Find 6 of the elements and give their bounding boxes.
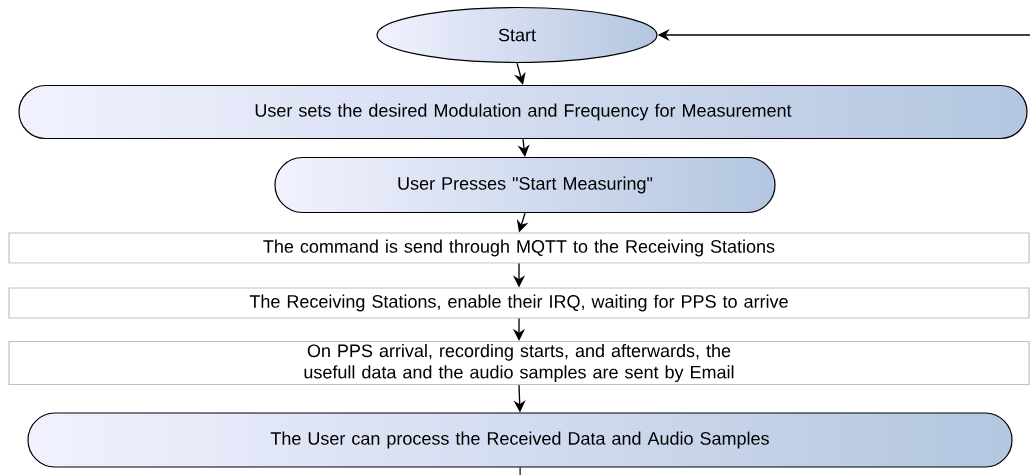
- process-box: The Receiving Stations, enable their IRQ, waiting for PPS to arrive: [8, 287, 1030, 319]
- process-pill: The User can process the Received Data and Audio Samples: [27, 412, 1013, 468]
- process-box: On PPS arrival, recording starts, and afterwards, the usefull data and the audio samples are sent by Email: [8, 340, 1030, 386]
- process-pill: User Presses "Start Measuring": [274, 156, 776, 214]
- process-pill: User sets the desired Modulation and Frequency for Measurement: [18, 84, 1028, 140]
- process-box: The command is send through MQTT to the Receiving Stations: [8, 232, 1030, 264]
